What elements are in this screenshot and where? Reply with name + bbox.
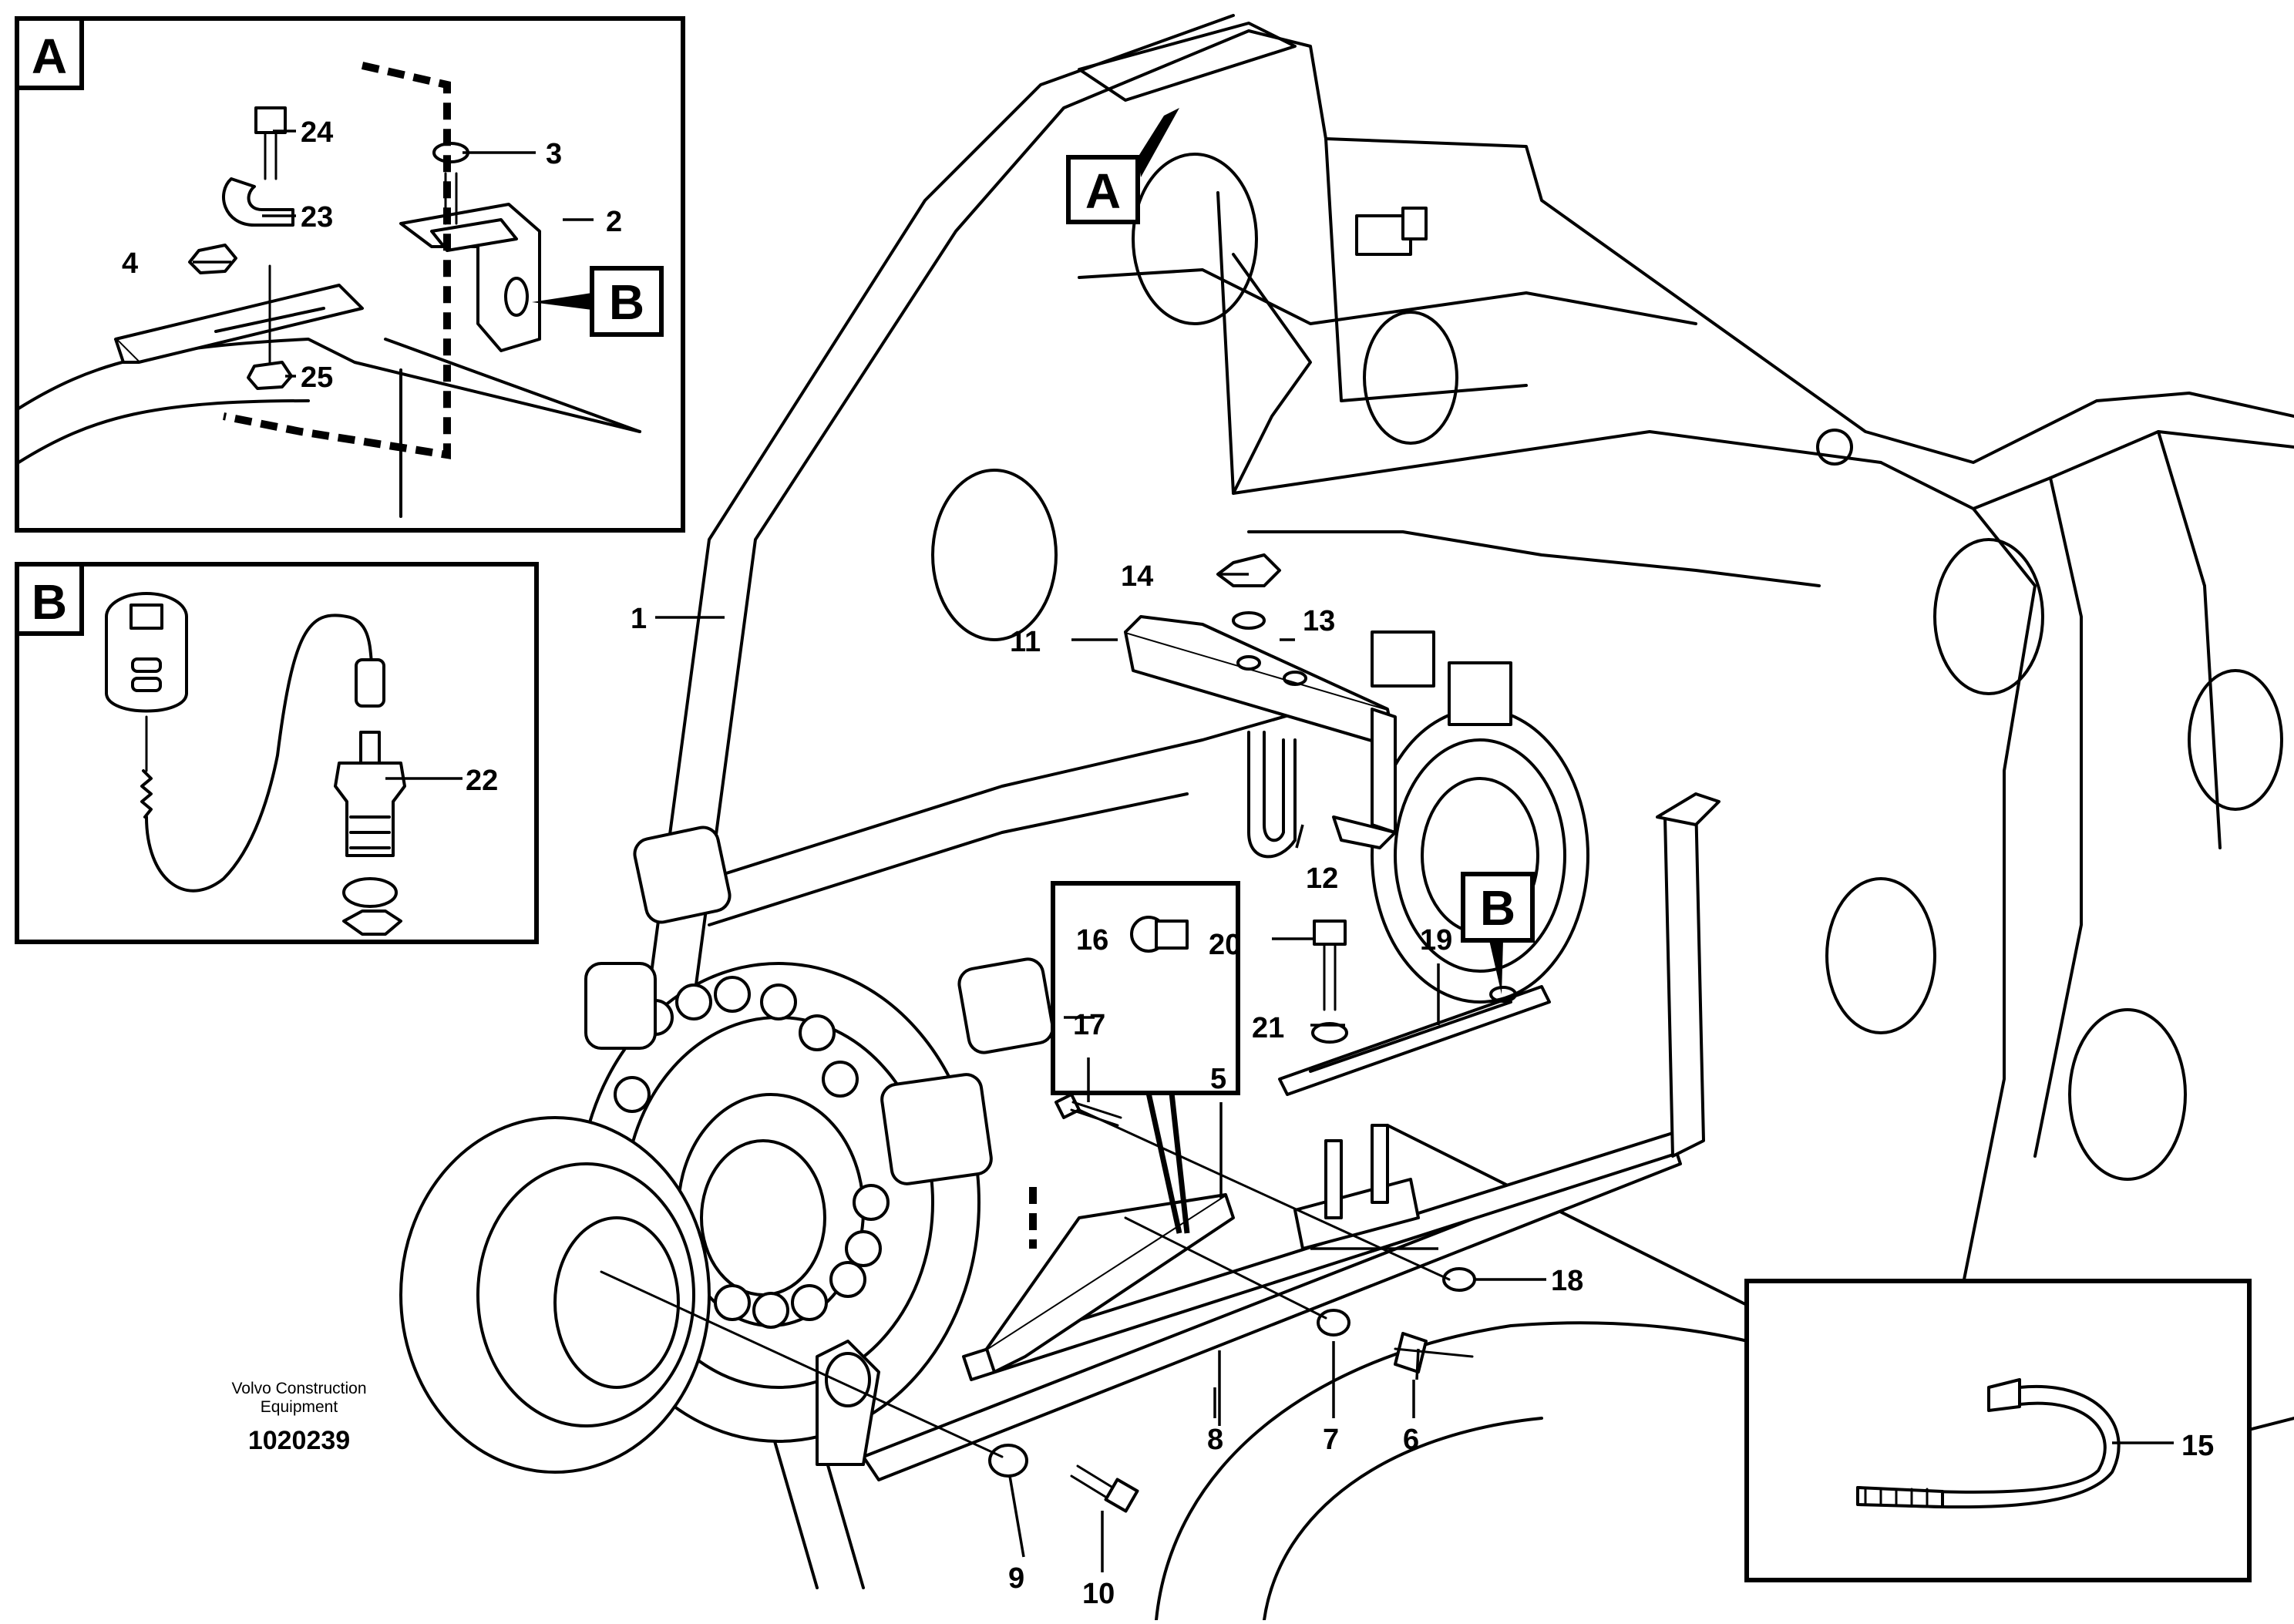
label-part-6: 6 [1403, 1424, 1419, 1456]
label-part-16: 16 [1076, 924, 1108, 957]
callout-tag-b-inset-a: B [532, 266, 664, 337]
sensor-bracket-assembly [816, 792, 1720, 1481]
label-part-13: 13 [1303, 605, 1335, 637]
label-part-18: 18 [1551, 1265, 1583, 1297]
label-part-2: 2 [606, 206, 622, 238]
svg-text:A: A [1085, 163, 1121, 219]
label-part-15: 15 [2181, 1430, 2214, 1462]
label-part-8: 8 [1207, 1424, 1223, 1456]
label-part-17: 17 [1073, 1009, 1105, 1041]
label-part-20: 20 [1209, 929, 1241, 961]
clip-16-detail-box [1051, 881, 1240, 1234]
label-part-7: 7 [1323, 1424, 1339, 1456]
label-part-9: 9 [1008, 1562, 1024, 1595]
callout-tag-b-main: B [1461, 872, 1535, 994]
inset-a-letter: A [32, 29, 67, 84]
label-part-10: 10 [1082, 1578, 1115, 1610]
brand-line-1: Volvo Construction [231, 1380, 366, 1397]
label-part-3: 3 [546, 138, 562, 170]
callout-tag-a-main: A [1066, 108, 1179, 224]
detail-inset-b: B [15, 562, 539, 944]
loose-hardware [600, 916, 1476, 1513]
svg-text:B: B [1480, 880, 1515, 936]
label-part-19: 19 [1420, 924, 1452, 957]
label-part-4: 4 [122, 247, 138, 280]
label-part-24: 24 [301, 116, 333, 149]
part-number-labels: 1 2 3 4 5 6 7 8 9 10 11 12 13 14 15 16 1… [122, 116, 2214, 1610]
bracket-11-ubolt [1124, 553, 1397, 859]
brand-line-2: Equipment [261, 1398, 338, 1416]
label-part-25: 25 [301, 361, 333, 394]
detail-inset-cable-tie [1744, 1279, 2252, 1582]
footer-brand: Volvo Construction Equipment 1020239 [231, 1380, 366, 1455]
svg-text:B: B [609, 274, 644, 330]
label-part-23: 23 [301, 201, 333, 234]
label-part-14: 14 [1121, 560, 1153, 593]
inset-b-letter: B [32, 574, 67, 630]
label-part-22: 22 [466, 765, 498, 797]
label-part-11: 11 [1010, 626, 1041, 658]
label-part-12: 12 [1306, 862, 1338, 895]
figure-id: 1020239 [248, 1426, 350, 1455]
leader-lines [193, 129, 2174, 1572]
label-part-21: 21 [1252, 1012, 1284, 1044]
label-part-5: 5 [1210, 1063, 1226, 1095]
label-part-1: 1 [631, 603, 647, 635]
wheel-hub-assembly [399, 825, 1054, 1474]
detail-inset-a: A [15, 16, 685, 533]
